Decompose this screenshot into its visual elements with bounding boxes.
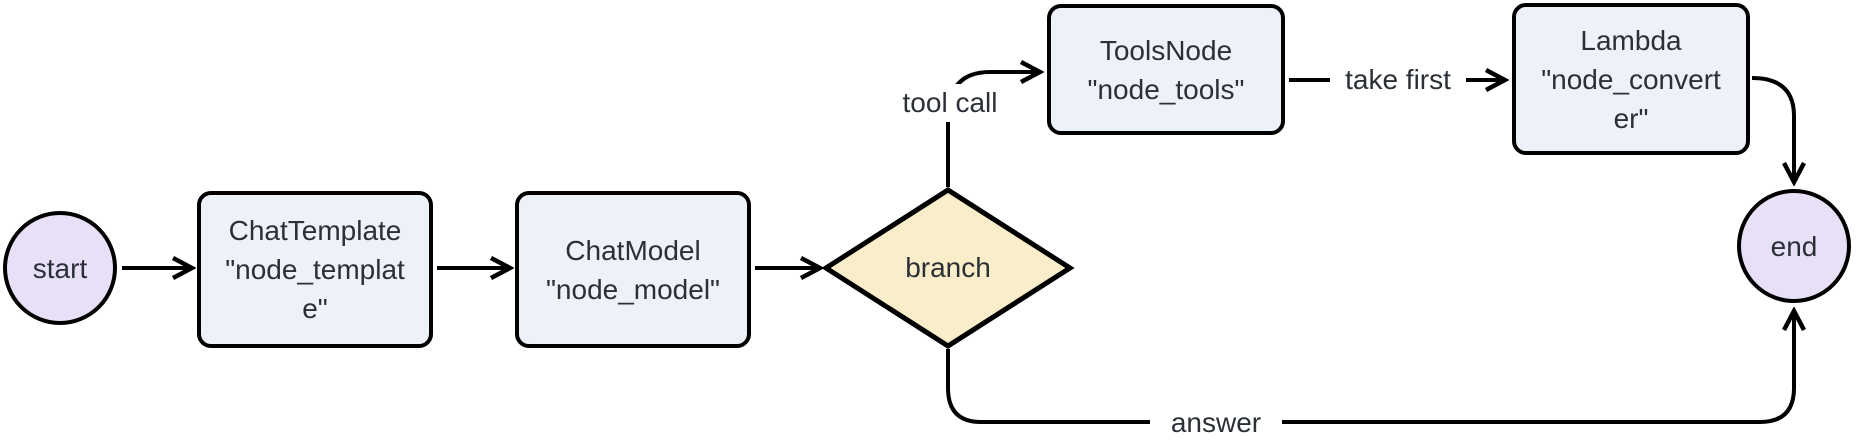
node-chat-template-label: ChatTemplate "node_templat e" xyxy=(225,215,405,324)
node-start: start xyxy=(3,211,117,325)
node-converter: Lambda "node_convert er" xyxy=(1512,3,1750,155)
edge-converter-to-end xyxy=(1751,76,1794,182)
node-branch-label: branch xyxy=(905,252,991,283)
node-tools: ToolsNode "node_tools" xyxy=(1047,4,1285,135)
edge-branch-to-end xyxy=(946,311,1794,424)
node-end-label: end xyxy=(1770,230,1818,262)
node-end: end xyxy=(1737,189,1851,303)
edge-label-take-first: take first xyxy=(1330,62,1466,98)
node-chat-template: ChatTemplate "node_templat e" xyxy=(197,191,433,348)
node-branch-shape xyxy=(821,187,1075,349)
node-chat-model-label: ChatModel "node_model" xyxy=(545,234,720,305)
node-tools-label: ToolsNode "node_tools" xyxy=(1087,34,1245,105)
edge-label-tool-call: tool call xyxy=(884,84,1016,122)
node-start-label: start xyxy=(32,252,88,284)
node-chat-model: ChatModel "node_model" xyxy=(515,191,751,348)
node-converter-label: Lambda "node_convert er" xyxy=(1541,24,1721,134)
edge-label-answer: answer xyxy=(1150,406,1282,440)
